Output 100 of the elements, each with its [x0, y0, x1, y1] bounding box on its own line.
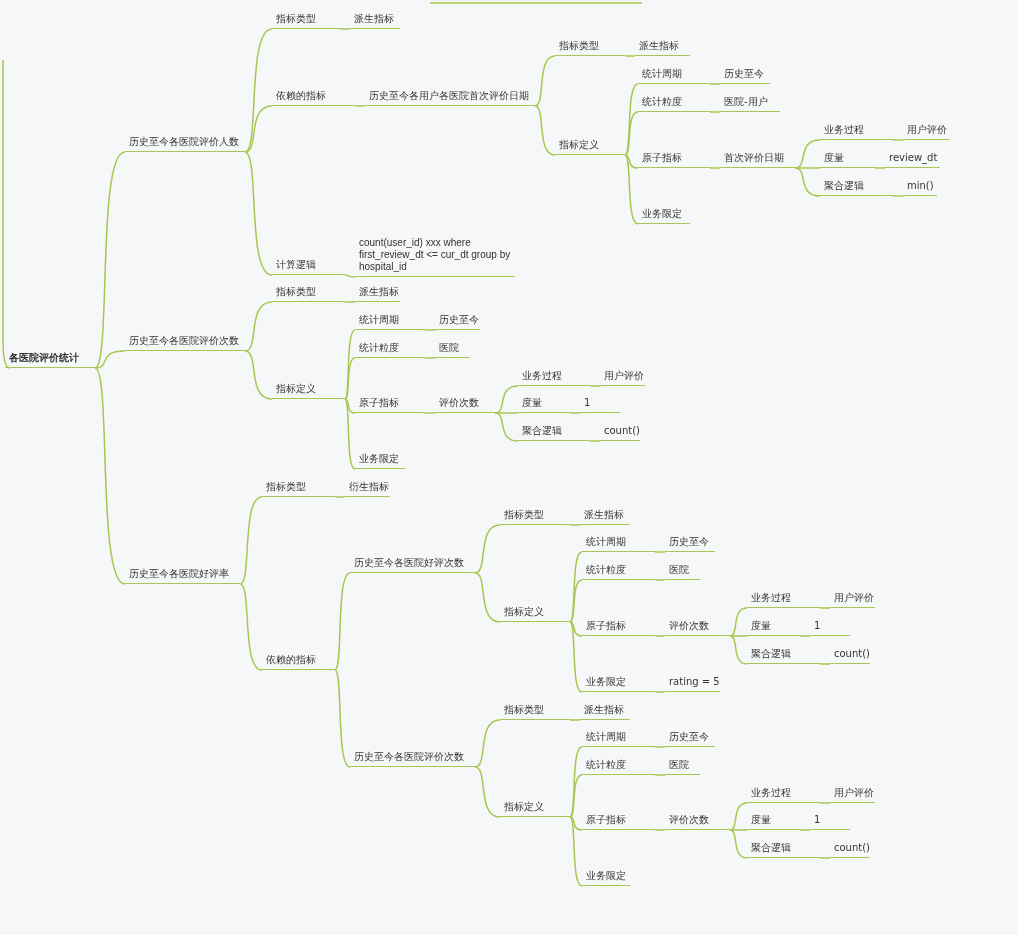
- topic-label: 依赖的指标: [272, 88, 355, 106]
- topic-label: 历史至今: [665, 534, 715, 552]
- topic-label: 用户评价: [830, 785, 875, 803]
- topic-label: 聚合逻辑: [820, 178, 893, 196]
- connector-line: [654, 829, 666, 831]
- connector-line: [239, 496, 263, 585]
- connector-line: [624, 55, 636, 57]
- topic-label: 统计粒度: [638, 94, 710, 112]
- topic-label: review_dt: [885, 150, 940, 168]
- topic-label: 计算逻辑: [272, 257, 345, 275]
- connector-line: [569, 774, 583, 818]
- connector-line: [334, 572, 351, 671]
- connector-line: [819, 802, 831, 804]
- topic-label: 派生指标: [580, 702, 630, 720]
- topic-label: 统计周期: [638, 66, 710, 84]
- topic-label: 用户评价: [830, 590, 875, 608]
- topic-label: 历史至今: [720, 66, 770, 84]
- connector-line: [729, 635, 748, 665]
- connector-line: [334, 496, 346, 498]
- connector-line: [569, 719, 581, 721]
- topic-label: 统计粒度: [582, 562, 655, 580]
- topic-label: 业务限定: [355, 451, 405, 469]
- topic-label: 1: [810, 618, 850, 636]
- connector-line: [569, 816, 583, 831]
- topic-label: 聚合逻辑: [747, 646, 820, 664]
- topic-label: 统计周期: [582, 729, 655, 747]
- topic-label: 原子指标: [582, 812, 655, 830]
- connector-line: [344, 398, 356, 470]
- connector-line: [344, 274, 356, 278]
- topic-label: 1: [580, 395, 620, 413]
- connector-line: [654, 551, 666, 553]
- connector-line: [244, 151, 273, 276]
- connector-line: [424, 329, 436, 331]
- topic-label: 统计周期: [355, 312, 425, 330]
- topic-label: 业务过程: [747, 590, 820, 608]
- topic-label: 历史至今各医院评价人数: [125, 134, 245, 152]
- connector-line: [94, 350, 126, 369]
- topic-label: 度量: [820, 150, 875, 168]
- topic-label: 指标定义: [272, 381, 345, 399]
- topic-label: 指标类型: [262, 479, 335, 497]
- topic-label: 衍生指标: [345, 479, 390, 497]
- connector-line: [94, 151, 126, 369]
- connector-line: [569, 816, 583, 887]
- connector-line: [569, 524, 581, 526]
- topic-label: 派生指标: [635, 38, 690, 56]
- connector-line: [729, 607, 748, 637]
- connector-line: [239, 583, 263, 671]
- connector-line: [729, 802, 748, 831]
- topic-label: 度量: [747, 812, 800, 830]
- topic-label: 医院-用户: [720, 94, 780, 112]
- topic-label: 统计粒度: [582, 757, 655, 775]
- topic-label: 度量: [518, 395, 570, 413]
- connector-line: [244, 350, 273, 400]
- connector-line: [339, 28, 351, 30]
- topic-label: count(): [830, 646, 870, 664]
- connector-line: [729, 829, 748, 831]
- connector-line: [589, 440, 601, 442]
- topic-label: 指标类型: [555, 38, 625, 56]
- connector-line: [94, 367, 126, 585]
- topic-label: 统计周期: [582, 534, 655, 552]
- topic-label: 历史至今: [665, 729, 715, 747]
- connector-line: [354, 105, 366, 107]
- connector-line: [654, 635, 666, 637]
- connector-line: [819, 857, 831, 859]
- connector-line: [334, 669, 351, 768]
- topic-label: 用户评价: [903, 122, 950, 140]
- connector-line: [494, 412, 519, 442]
- topic-label: 指标类型: [272, 284, 345, 302]
- topic-label: 业务限定: [638, 206, 690, 224]
- connector-line: [494, 412, 519, 414]
- topic-label: 业务限定: [582, 674, 655, 692]
- connector-line: [344, 357, 356, 400]
- connector-line: [569, 621, 583, 637]
- topic-label: 历史至今各医院好评率: [125, 566, 240, 584]
- topic-label: 评价次数: [435, 395, 495, 413]
- topic-label: 派生指标: [580, 507, 630, 525]
- connector-line: [709, 83, 721, 85]
- connector-line: [244, 28, 273, 153]
- connector-line: [819, 663, 831, 665]
- connector-line: [624, 154, 639, 169]
- connector-line: [424, 412, 436, 414]
- topic-label: 指标定义: [500, 799, 570, 817]
- topic-label: 1: [810, 812, 850, 830]
- topic-label: 原子指标: [582, 618, 655, 636]
- topic-label: 业务限定: [582, 868, 630, 886]
- topic-label: 原子指标: [638, 150, 710, 168]
- connector-line: [244, 105, 273, 153]
- topic-label: 医院: [435, 340, 470, 358]
- topic-label: 历史至今各用户各医院首次评价日期: [365, 88, 535, 106]
- topic-label: 派生指标: [350, 11, 400, 29]
- topic-label: 评价次数: [665, 618, 730, 636]
- connector-line: [819, 607, 831, 609]
- topic-label: 历史至今各医院评价次数: [350, 749, 475, 767]
- connector-line: [654, 691, 666, 693]
- connector-line: [654, 579, 666, 581]
- topic-label: 业务过程: [747, 785, 820, 803]
- connector-line: [344, 301, 356, 303]
- connector-line: [474, 524, 501, 574]
- connector-line: [794, 167, 821, 197]
- connector-line: [344, 398, 356, 414]
